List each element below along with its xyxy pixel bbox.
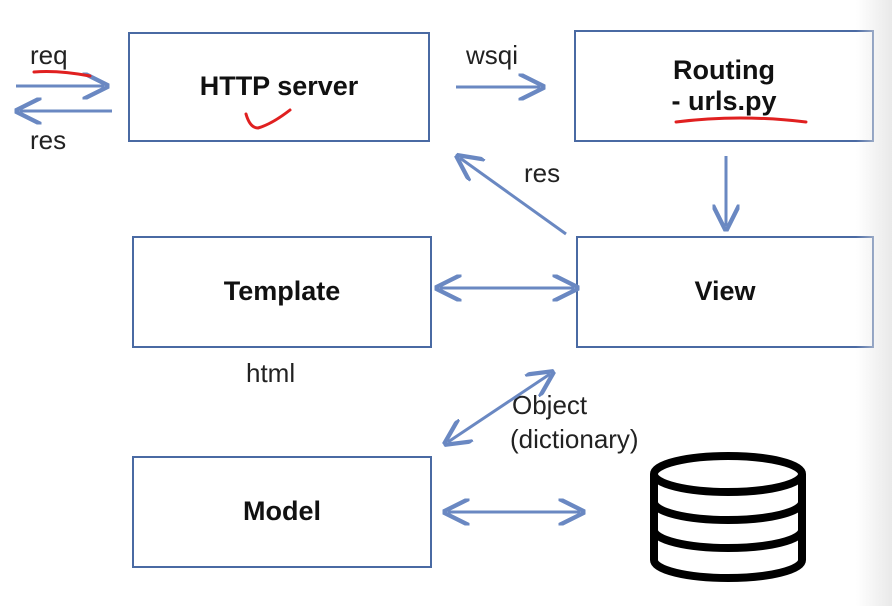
http-server-label: HTTP server <box>199 71 359 102</box>
template-label: Template <box>223 276 341 307</box>
routing-box: Routing - urls.py <box>574 30 874 142</box>
view-to-http-arrow <box>460 158 567 236</box>
routing-dash: - <box>671 86 688 116</box>
view-label: View <box>694 276 756 307</box>
urls-underline-annotation <box>674 116 808 124</box>
html-label: html <box>246 358 296 388</box>
model-box: Model <box>132 456 432 568</box>
http-check-annotation <box>244 108 292 130</box>
req-underline-annotation <box>32 70 92 78</box>
routing-file-label: urls.py <box>687 86 777 116</box>
database-icon <box>650 452 806 582</box>
res-left-label: res <box>30 125 67 155</box>
routing-label: Routing <box>673 54 775 85</box>
template-box: Template <box>132 236 432 348</box>
model-label: Model <box>243 496 321 527</box>
http-server-box: HTTP server <box>128 32 430 142</box>
req-label: req <box>30 40 68 70</box>
view-model-arrow <box>448 374 550 442</box>
res-view-label: res <box>524 158 561 188</box>
right-edge-shade <box>856 0 892 606</box>
routing-file-line: - urls.py <box>671 86 776 117</box>
wsqi-label: wsqi <box>466 40 519 70</box>
